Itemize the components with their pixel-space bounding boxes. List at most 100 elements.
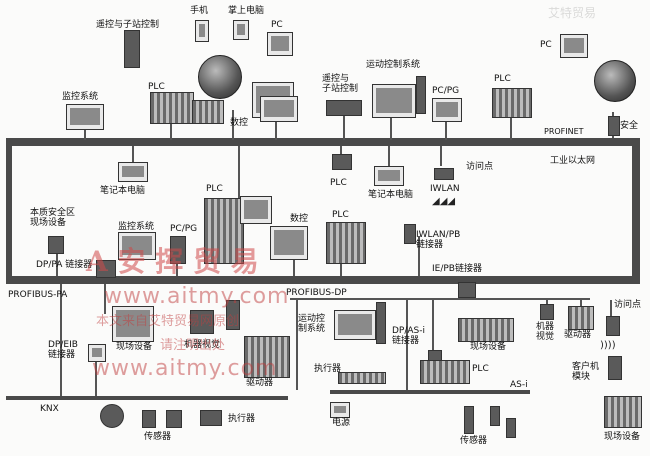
watermark-site2: www.aitmy.com — [92, 356, 278, 381]
motion-control2-device — [334, 310, 376, 340]
label-machine-vision-left: 机器视觉 — [184, 340, 221, 350]
power-device — [330, 402, 350, 418]
label-pda: 掌上电脑 — [228, 6, 265, 16]
knx-bus — [6, 396, 288, 400]
laptop-left-device — [118, 162, 148, 182]
watermark-site1: www.aitmy.com — [104, 284, 290, 309]
drive-low-device — [244, 336, 290, 378]
phone-device — [195, 20, 209, 42]
internet-globe-right-icon — [594, 60, 636, 102]
label-asi: AS-i — [510, 380, 528, 390]
watermark-corner: 艾特贸易 — [548, 6, 597, 20]
label-dp-asi: DP/AS-i 链接器 — [392, 326, 426, 346]
motion-control2-tower — [376, 302, 386, 344]
asi-device — [506, 418, 516, 438]
drop — [610, 300, 612, 320]
profibus-dp-line — [290, 298, 590, 300]
monitoring-top-device — [66, 104, 104, 130]
label-plc-top-right: PLC — [494, 74, 511, 84]
cnc-top-monitor-2 — [260, 96, 298, 122]
label-cnc-top: 数控 — [230, 118, 249, 128]
plc-mid2-device — [204, 198, 244, 264]
plc-top-device — [150, 92, 194, 124]
drop — [95, 350, 97, 396]
label-pcpg-mid: PC/PG — [170, 224, 198, 234]
label-monitoring-mid: 监控系统 — [118, 222, 155, 232]
drop — [340, 256, 342, 276]
drop — [238, 146, 240, 202]
drop — [432, 300, 434, 360]
label-laptop-left: 笔记本电脑 — [100, 186, 146, 196]
drop — [232, 110, 234, 140]
drive-right-device — [568, 306, 594, 330]
label-cnc-mid: 数控 — [290, 214, 309, 224]
drop — [104, 284, 106, 314]
dp-eib-device — [88, 344, 106, 362]
ie-pb-link-device — [458, 282, 476, 298]
label-power: 电源 — [332, 418, 351, 428]
label-drive-low: 驱动器 — [246, 378, 274, 388]
label-remote-substation: 遥控与子站控制 — [96, 20, 160, 30]
asi-bus — [330, 390, 530, 394]
pcpg-top-device — [432, 98, 462, 122]
motion-control-tower — [416, 76, 426, 114]
plc-top-right-device — [492, 88, 532, 118]
label-motion-control: 运动控制系统 — [366, 60, 421, 70]
label-iwlan: IWLAN — [430, 184, 460, 194]
label-profinet: PROFINET — [544, 127, 584, 136]
label-phone: 手机 — [190, 6, 209, 16]
label-plc-mid: PLC — [330, 178, 347, 188]
machine-vision-right-device — [540, 304, 554, 320]
drop — [60, 284, 62, 396]
label-safety: 安全 — [620, 121, 639, 131]
label-access-point2: 访问点 — [614, 300, 642, 310]
label-plc-mid2: PLC — [206, 184, 223, 194]
drop — [440, 146, 442, 166]
pa-device-small — [226, 300, 240, 330]
label-access-point: 访问点 — [466, 162, 494, 172]
drop — [510, 110, 512, 140]
laptop-mid-device — [374, 166, 404, 186]
profinet-bus-left — [6, 138, 12, 284]
motion-control-device — [372, 84, 416, 118]
label-actuator-left: 执行器 — [228, 414, 256, 424]
field-device-right — [604, 396, 642, 428]
label-industrial-ethernet: 工业以太网 — [550, 156, 596, 166]
label-remote-substation2: 遥控与 子站控制 — [322, 74, 359, 94]
iwlan-pb-device — [404, 224, 416, 244]
drop — [390, 110, 392, 140]
profinet-bus-top — [6, 138, 640, 146]
field-device-pa — [112, 306, 154, 342]
label-plc-low: PLC — [472, 364, 489, 374]
sensor-mid-device-2 — [490, 406, 500, 426]
industrial-ethernet-bus — [6, 276, 640, 284]
remote-substation2-device — [326, 100, 362, 116]
label-sensor-left: 传感器 — [144, 432, 172, 442]
label-laptop-mid: 笔记本电脑 — [368, 190, 414, 200]
label-safety-field: 本质安全区 现场设备 — [30, 208, 76, 228]
drop — [340, 146, 342, 156]
label-field-device-mid: 现场设备 — [470, 342, 507, 352]
pda-device — [233, 20, 249, 40]
label-profibus-dp: PROFIBUS-DP — [286, 288, 347, 298]
access-point2-device — [606, 316, 620, 336]
safety-field-device — [48, 236, 64, 254]
label-profibus-pa: PROFIBUS-PA — [8, 290, 68, 300]
plc-top-device-2 — [192, 100, 224, 124]
pcpg-mid-device — [170, 236, 186, 264]
cnc-mid-device — [270, 226, 308, 260]
sensor-left-device-2 — [166, 410, 182, 428]
wireless-wave-icon: ◢◢◢ — [432, 196, 456, 207]
wireless-wave-icon-2: )))) — [600, 340, 616, 351]
drop — [170, 118, 172, 140]
actuator-mid-device — [338, 372, 386, 384]
plc-mid3-device — [326, 222, 366, 264]
label-pcpg-top: PC/PG — [432, 86, 460, 96]
drop — [388, 146, 390, 166]
plc-low-device — [420, 360, 470, 384]
label-monitoring-top: 监控系统 — [62, 92, 99, 102]
field-device-mid — [458, 318, 514, 342]
label-dp-eib: DP/EIB 链接器 — [48, 340, 78, 360]
label-pc-right: PC — [540, 40, 552, 50]
